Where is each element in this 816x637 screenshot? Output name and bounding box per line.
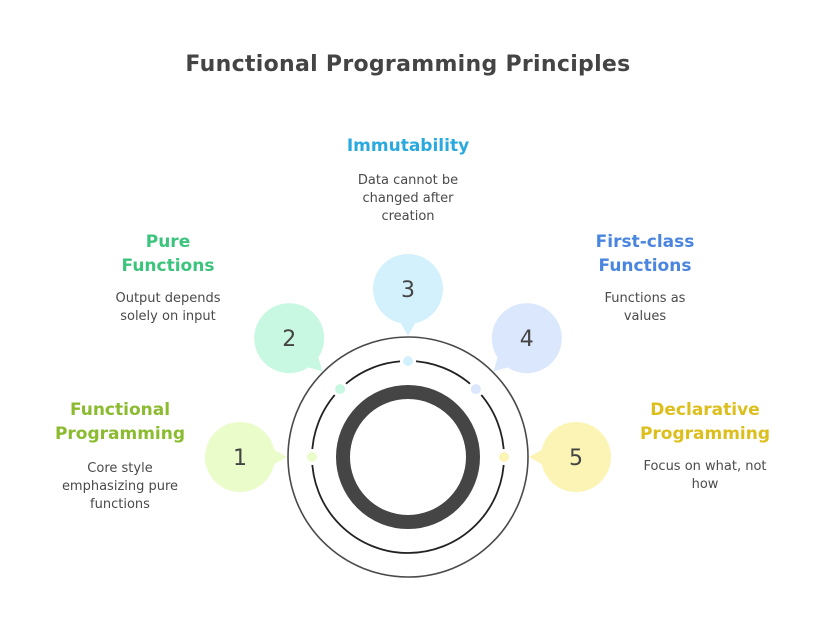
core-ring [336, 385, 480, 529]
ring-dot [403, 356, 413, 366]
bubble-number: 5 [569, 446, 583, 471]
item-4-heading: First-class Functions [565, 230, 725, 278]
ring-dot [335, 384, 346, 395]
item-5-heading: Declarative Programming [605, 398, 805, 446]
item-1-description: Core style emphasizing pure functions [30, 460, 210, 514]
item-1-heading-line-1: Functional [69, 400, 171, 420]
node-3: 3 [373, 254, 443, 369]
item-3-description-line-2: changed after [362, 191, 454, 206]
item-1-heading-line-2: Programming [54, 424, 186, 444]
item-2-description-line-2: solely on input [120, 309, 216, 324]
bubble [541, 422, 611, 492]
bubble [373, 254, 443, 324]
bubble-number: 4 [520, 327, 534, 352]
item-2-description: Output depends solely on input [88, 290, 248, 326]
item-5-description-line-2: how [691, 477, 719, 492]
ring-dot [307, 452, 317, 462]
item-1-description-line-2: emphasizing pure [61, 479, 179, 494]
item-2-heading-line-2: Functions [121, 256, 215, 276]
node-2: 2 [254, 303, 349, 398]
node-5: 5 [496, 422, 611, 492]
item-2-description-line-1: Output depends [115, 291, 221, 306]
ring-dot [470, 384, 481, 395]
node-4: 4 [467, 303, 562, 398]
bubble [491, 303, 562, 374]
item-1-description-line-3: functions [90, 497, 150, 512]
item-4-heading-line-2: Functions [598, 256, 692, 276]
item-4-description: Functions as values [565, 290, 725, 326]
item-2-heading: Pure Functions [88, 230, 248, 278]
item-4-description-line-2: values [623, 309, 667, 324]
item-5-heading-line-2: Programming [639, 424, 771, 444]
bubble [205, 422, 275, 492]
item-5-description-line-1: Focus on what, not [643, 459, 767, 474]
item-2-heading-line-1: Pure [145, 232, 191, 252]
outer-ring [287, 336, 529, 578]
item-3-heading-line-1: Immutability [346, 136, 470, 156]
item-4-description-line-1: Functions as [604, 291, 686, 306]
item-1-description-line-1: Core style [87, 461, 153, 476]
item-3-description-line-1: Data cannot be [357, 173, 459, 188]
item-1-heading: Functional Programming [30, 398, 210, 446]
node-1: 1 [205, 422, 320, 492]
item-3-description: Data cannot be changed after creation [318, 172, 498, 226]
item-3-description-line-3: creation [381, 209, 435, 224]
bubble [254, 303, 325, 374]
bubble-number: 1 [233, 446, 247, 471]
item-5-description: Focus on what, not how [605, 458, 805, 494]
item-3-heading: Immutability [318, 134, 498, 158]
bubble-number: 3 [401, 278, 415, 303]
ring-dot [499, 452, 509, 462]
center-rings [287, 336, 529, 578]
item-5-heading-line-1: Declarative [650, 400, 760, 420]
bubble-number: 2 [282, 327, 296, 352]
diagram-title: Functional Programming Principles [185, 52, 631, 77]
item-4-heading-line-1: First-class [595, 232, 695, 252]
